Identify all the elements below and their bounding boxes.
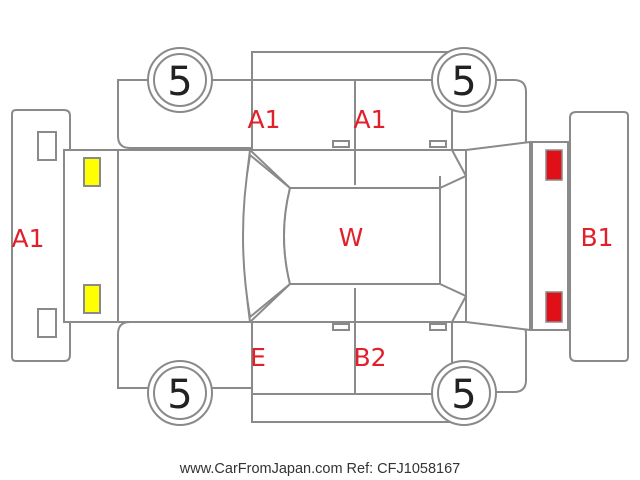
taillight-bottom: [545, 291, 563, 323]
taillight-assembly: [531, 141, 569, 331]
label-front-door-lower: E: [250, 343, 266, 372]
tire-rear-left: 5: [431, 47, 497, 113]
tire-grade-front-left: 5: [167, 59, 192, 105]
tire-rear-right: 5: [431, 360, 497, 426]
headlight-left: [83, 157, 101, 187]
label-roof: W: [339, 223, 364, 252]
tire-grade-rear-left: 5: [451, 59, 476, 105]
bottom-side-body: [117, 288, 527, 423]
tire-grade-front-right: 5: [167, 372, 192, 418]
label-rear-door-lower: B2: [353, 343, 386, 372]
tire-grade-rear-right: 5: [451, 372, 476, 418]
headlight-right: [83, 284, 101, 314]
label-rear-bumper: B1: [580, 223, 613, 252]
rear-bumper: [569, 111, 629, 362]
tire-front-right: 5: [147, 360, 213, 426]
source-caption: www.CarFromJapan.com Ref: CFJ1058167: [179, 461, 460, 477]
front-bumper: [11, 109, 71, 362]
tire-front-left: 5: [147, 47, 213, 113]
label-rear-door-upper: A1: [353, 105, 386, 134]
label-front-door-upper: A1: [247, 105, 280, 134]
taillight-top: [545, 149, 563, 181]
label-front-bumper: A1: [11, 224, 44, 253]
top-view-body: [63, 140, 531, 332]
top-side-body: [117, 51, 527, 185]
